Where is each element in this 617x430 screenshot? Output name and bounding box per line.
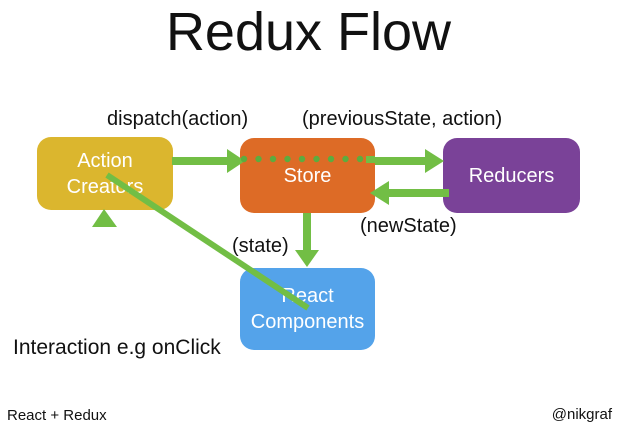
node-reducers-label: Reducers — [468, 164, 555, 187]
edge-label-previousstate-action: (previousState, action) — [302, 108, 503, 130]
newstate-arrow — [370, 181, 449, 205]
dispatch-arrow — [172, 149, 245, 173]
node-react-components: React Components — [240, 268, 375, 350]
interaction-arrowhead — [92, 209, 117, 227]
edge-label-state: (state) — [232, 235, 289, 257]
edge-label-newstate: (newState) — [360, 215, 457, 237]
node-action-creators: Action Creators — [37, 137, 173, 210]
edge-label-dispatch-action: dispatch(action) — [107, 108, 249, 130]
node-action-creators-label-line2: Creators — [66, 175, 144, 198]
node-react-components-label-line2: Components — [250, 311, 365, 333]
node-store-label: Store — [283, 164, 332, 187]
state-arrow — [295, 213, 319, 267]
node-store: Store — [240, 138, 375, 213]
footer-left-credit: React + Redux — [7, 407, 107, 424]
footer-right-handle: @nikgraf — [551, 406, 612, 423]
node-action-creators-label-line1: Action — [77, 149, 133, 172]
slide-title: Redux Flow — [165, 2, 452, 62]
node-react-components-label-line1: React — [281, 285, 334, 307]
node-reducers: Reducers — [443, 138, 580, 213]
previousstate-arrow — [366, 149, 444, 173]
edge-label-interaction-onclick: Interaction e.g onClick — [13, 336, 221, 359]
